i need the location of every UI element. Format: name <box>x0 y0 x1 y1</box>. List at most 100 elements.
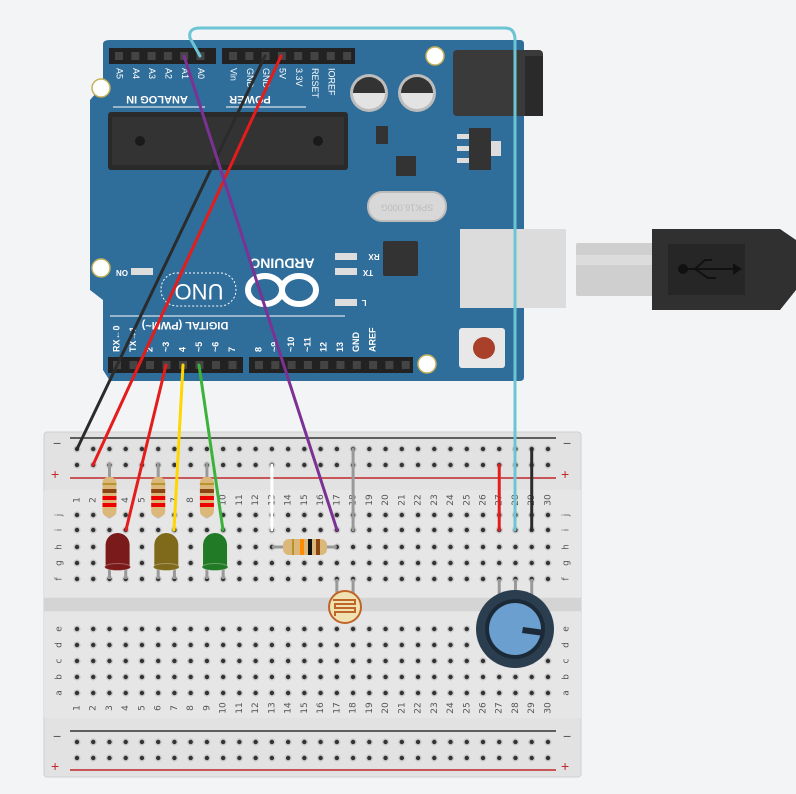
breadboard-hole[interactable] <box>91 690 96 696</box>
breadboard-hole[interactable] <box>318 739 323 745</box>
header-pin[interactable] <box>115 52 123 60</box>
breadboard-hole[interactable] <box>334 560 340 566</box>
breadboard-hole[interactable] <box>172 674 177 680</box>
reset-button[interactable] <box>459 328 505 368</box>
breadboard-hole[interactable] <box>188 626 193 632</box>
breadboard-hole[interactable] <box>318 755 323 761</box>
breadboard-hole[interactable] <box>318 462 323 468</box>
breadboard-hole[interactable] <box>285 642 291 648</box>
wire-pin5[interactable] <box>197 363 225 532</box>
breadboard-hole[interactable] <box>464 560 469 566</box>
breadboard-hole[interactable] <box>367 512 372 518</box>
breadboard-hole[interactable] <box>107 626 112 632</box>
breadboard-hole[interactable] <box>139 527 145 533</box>
breadboard-hole[interactable] <box>188 560 193 566</box>
breadboard-hole[interactable] <box>204 739 210 745</box>
breadboard-hole[interactable] <box>350 658 356 664</box>
arduino-uno-board[interactable]: SPK16.000G RX TX L ON ARDUINO UNO DIGITA… <box>90 40 566 381</box>
breadboard-hole[interactable] <box>415 674 421 680</box>
breadboard-hole[interactable] <box>529 674 534 680</box>
breadboard-hole[interactable] <box>334 755 340 761</box>
breadboard-hole[interactable] <box>464 626 469 632</box>
breadboard-hole[interactable] <box>318 512 323 518</box>
breadboard-hole[interactable] <box>464 658 469 664</box>
breadboard-hole[interactable] <box>302 674 307 680</box>
breadboard-hole[interactable] <box>188 462 193 468</box>
breadboard-hole[interactable] <box>334 674 340 680</box>
breadboard-hole[interactable] <box>350 674 356 680</box>
breadboard-hole[interactable] <box>123 642 128 648</box>
header-pin[interactable] <box>352 361 361 369</box>
breadboard-hole[interactable] <box>367 642 372 648</box>
resistor[interactable] <box>199 463 214 517</box>
breadboard-hole[interactable] <box>513 544 518 550</box>
breadboard-hole[interactable] <box>74 512 80 518</box>
breadboard-hole[interactable] <box>237 576 242 582</box>
header-pin[interactable] <box>294 52 303 60</box>
breadboard-hole[interactable] <box>545 462 551 468</box>
breadboard-hole[interactable] <box>432 527 437 533</box>
breadboard-hole[interactable] <box>253 626 258 632</box>
breadboard-hole[interactable] <box>237 560 242 566</box>
breadboard-hole[interactable] <box>253 544 258 550</box>
breadboard-hole[interactable] <box>480 755 486 761</box>
breadboard-hole[interactable] <box>269 626 275 632</box>
breadboard-hole[interactable] <box>220 626 226 632</box>
breadboard-hole[interactable] <box>253 755 258 761</box>
breadboard-hole[interactable] <box>367 544 372 550</box>
breadboard-hole[interactable] <box>415 512 421 518</box>
breadboard-hole[interactable] <box>513 674 518 680</box>
breadboard-hole[interactable] <box>269 690 275 696</box>
breadboard-hole[interactable] <box>302 690 307 696</box>
breadboard-hole[interactable] <box>318 527 323 533</box>
breadboard-hole[interactable] <box>139 560 145 566</box>
breadboard-hole[interactable] <box>334 512 340 518</box>
breadboard-hole[interactable] <box>318 658 323 664</box>
breadboard-hole[interactable] <box>383 674 388 680</box>
header-pin[interactable] <box>336 361 345 369</box>
breadboard-hole[interactable] <box>188 512 193 518</box>
breadboard-hole[interactable] <box>91 544 96 550</box>
breadboard-hole[interactable] <box>285 674 291 680</box>
breadboard-hole[interactable] <box>253 560 258 566</box>
breadboard-hole[interactable] <box>497 739 502 745</box>
breadboard-hole[interactable] <box>448 642 453 648</box>
breadboard-hole[interactable] <box>269 560 275 566</box>
breadboard-hole[interactable] <box>448 527 453 533</box>
breadboard-hole[interactable] <box>334 658 340 664</box>
photoresistor[interactable] <box>328 579 362 624</box>
resistor[interactable] <box>151 463 166 517</box>
breadboard-hole[interactable] <box>107 755 112 761</box>
breadboard-hole[interactable] <box>204 690 210 696</box>
wire-a1[interactable] <box>182 54 339 532</box>
breadboard-hole[interactable] <box>220 755 226 761</box>
breadboard-hole[interactable] <box>107 674 112 680</box>
breadboard-hole[interactable] <box>464 674 469 680</box>
breadboard-hole[interactable] <box>285 527 291 533</box>
breadboard-hole[interactable] <box>497 674 502 680</box>
breadboard-hole[interactable] <box>188 658 193 664</box>
breadboard-hole[interactable] <box>350 642 356 648</box>
breadboard-hole[interactable] <box>448 462 453 468</box>
breadboard-hole[interactable] <box>529 544 534 550</box>
breadboard-hole[interactable] <box>302 755 307 761</box>
breadboard-hole[interactable] <box>188 576 193 582</box>
breadboard-hole[interactable] <box>91 642 96 648</box>
breadboard-hole[interactable] <box>156 527 161 533</box>
breadboard-hole[interactable] <box>464 690 469 696</box>
breadboard-hole[interactable] <box>204 626 210 632</box>
breadboard-hole[interactable] <box>237 512 242 518</box>
breadboard-hole[interactable] <box>448 674 453 680</box>
breadboard-hole[interactable] <box>318 560 323 566</box>
breadboard-hole[interactable] <box>188 755 193 761</box>
breadboard-hole[interactable] <box>448 658 453 664</box>
breadboard-hole[interactable] <box>269 446 275 452</box>
breadboard-hole[interactable] <box>480 544 486 550</box>
breadboard-hole[interactable] <box>123 626 128 632</box>
breadboard-hole[interactable] <box>123 739 128 745</box>
breadboard-hole[interactable] <box>415 626 421 632</box>
breadboard-hole[interactable] <box>383 658 388 664</box>
breadboard-hole[interactable] <box>74 674 80 680</box>
wire-pin3[interactable] <box>124 363 168 532</box>
breadboard-hole[interactable] <box>399 512 404 518</box>
